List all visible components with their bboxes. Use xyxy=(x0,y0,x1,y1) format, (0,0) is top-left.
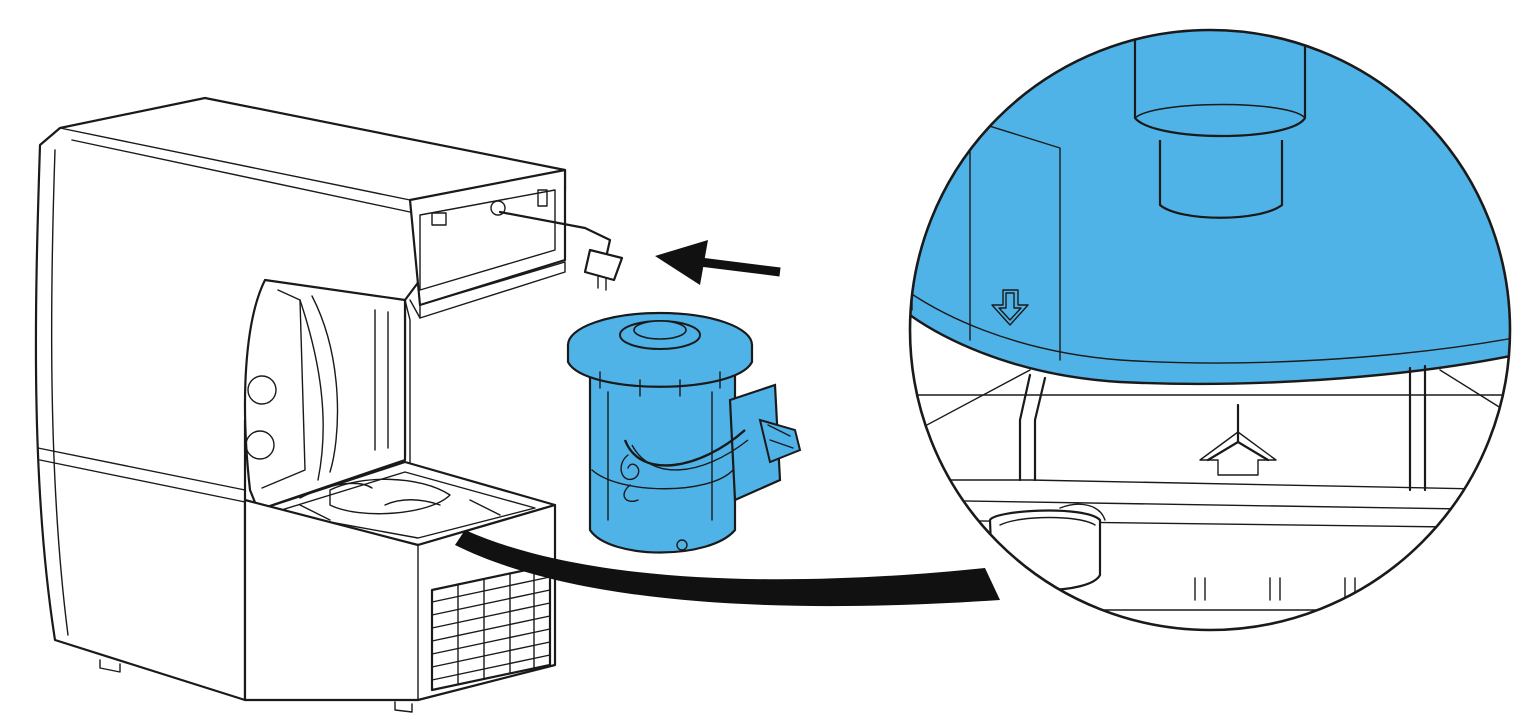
vent-grille xyxy=(430,563,552,692)
machine-connector-port xyxy=(431,212,447,226)
power-cable xyxy=(498,210,612,264)
pump-module xyxy=(566,311,802,554)
down-arrow-icon xyxy=(991,289,1029,326)
detail-zoom-view xyxy=(908,28,1512,632)
insert-arrow-icon xyxy=(655,240,781,285)
machine-housing xyxy=(34,96,624,713)
machine-upper-box xyxy=(408,168,567,307)
machine-cavity xyxy=(243,278,407,512)
callout-connector xyxy=(455,530,1000,607)
zoom-circle-border xyxy=(908,28,1512,632)
up-arrow-icon xyxy=(1199,403,1277,476)
